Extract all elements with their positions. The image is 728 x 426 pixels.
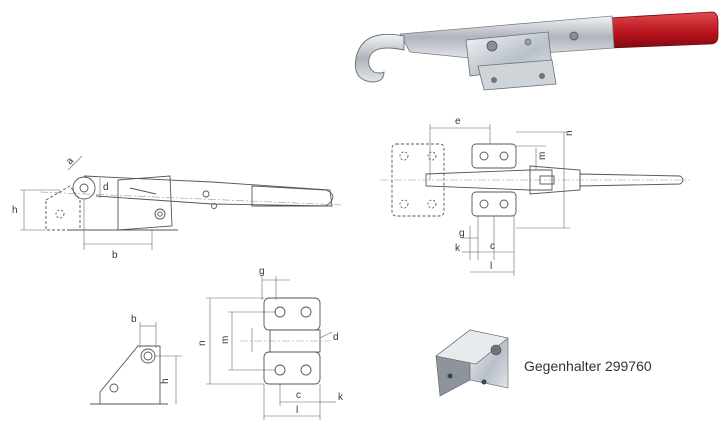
mounting-hole [300,364,312,376]
base-plate [477,59,557,91]
counterpart-pin-outer [140,348,156,364]
side-view-labels: h b d a [12,155,118,261]
mounting-hole [447,373,453,379]
side-view-drawing [39,175,343,231]
mounting-hole [479,199,489,209]
top-view-drawing [380,143,690,217]
counterpart-top-labels: g n m d c k l [197,266,344,416]
label-b: b [112,250,118,261]
counterpart-top-drawing [240,297,330,385]
mounting-hole [499,151,509,161]
pivot-pin [202,190,210,198]
counterpart-photo [435,329,509,397]
link [129,187,157,195]
counterpart-plate-lower [263,351,321,385]
counterpart-pin [490,344,502,356]
label-n: n [564,130,575,136]
label-b: b [131,314,137,325]
mounting-hole [274,364,286,376]
counterpart-side-drawing [90,345,168,405]
top-handle [579,173,684,187]
label-c: c [296,390,301,401]
label-d: d [333,332,339,343]
counterpart-pin-inner [143,351,153,361]
pivot-pin [211,203,217,209]
label-a: a [64,155,76,167]
dim-d-leader [319,331,333,339]
counterpart-hole [399,151,409,161]
label-c: c [490,241,495,252]
top-view-dimensions [429,124,570,276]
label-g: g [259,266,265,277]
counterpart-side-labels: b h [131,314,171,384]
label-e: e [455,116,461,127]
red-handle-grip [607,11,719,49]
mounting-hole [539,73,545,79]
counterpart-block-top [435,329,509,365]
mounting-hole [109,383,119,393]
counterpart-hole [399,199,409,209]
mounting-hole [499,199,509,209]
counterpart-side-dimensions [139,322,182,404]
counterpart-plate-upper [263,297,321,331]
top-link [529,165,581,195]
counterpart-top-dimensions [206,276,336,420]
counterpart-hole [55,209,65,219]
mounting-hole [274,306,286,318]
counterpart-caption: Gegenhalter 299760 [524,358,652,374]
counterpart-hole [427,199,437,209]
mounting-hole [481,379,487,385]
rivet [569,31,579,41]
latch-hook [354,33,405,83]
mounting-hole-inner [157,211,163,217]
side-hook-inner [79,183,89,193]
mounting-hole [154,208,166,220]
label-l: l [490,261,492,272]
label-h: h [160,378,171,384]
top-plate-upper [471,143,517,169]
rivet [486,40,498,52]
side-base-bracket [117,175,173,231]
top-plate-lower [471,191,517,217]
label-k: k [455,243,461,254]
dim-a-leader [67,155,83,171]
mounting-hole [491,77,497,83]
mounting-hole [300,306,312,318]
top-view-labels: e m n g k c l [455,116,575,272]
side-handle [251,185,334,207]
label-m: m [220,336,231,344]
counterpart-hole [427,151,437,161]
rivet [524,38,532,46]
label-h: h [12,205,18,216]
label-l: l [296,405,298,416]
label-k: k [338,392,344,403]
mounting-hole [479,151,489,161]
label-m: m [537,152,548,160]
centerline [39,191,343,206]
side-view-dimensions [20,155,153,250]
label-g: g [459,228,465,239]
label-d: d [103,182,109,193]
product-photo-latch-clamp [354,11,719,91]
side-hook [72,176,96,200]
label-n: n [197,340,208,346]
side-lever-arm [83,175,333,207]
counterpart-side-profile [99,345,161,405]
